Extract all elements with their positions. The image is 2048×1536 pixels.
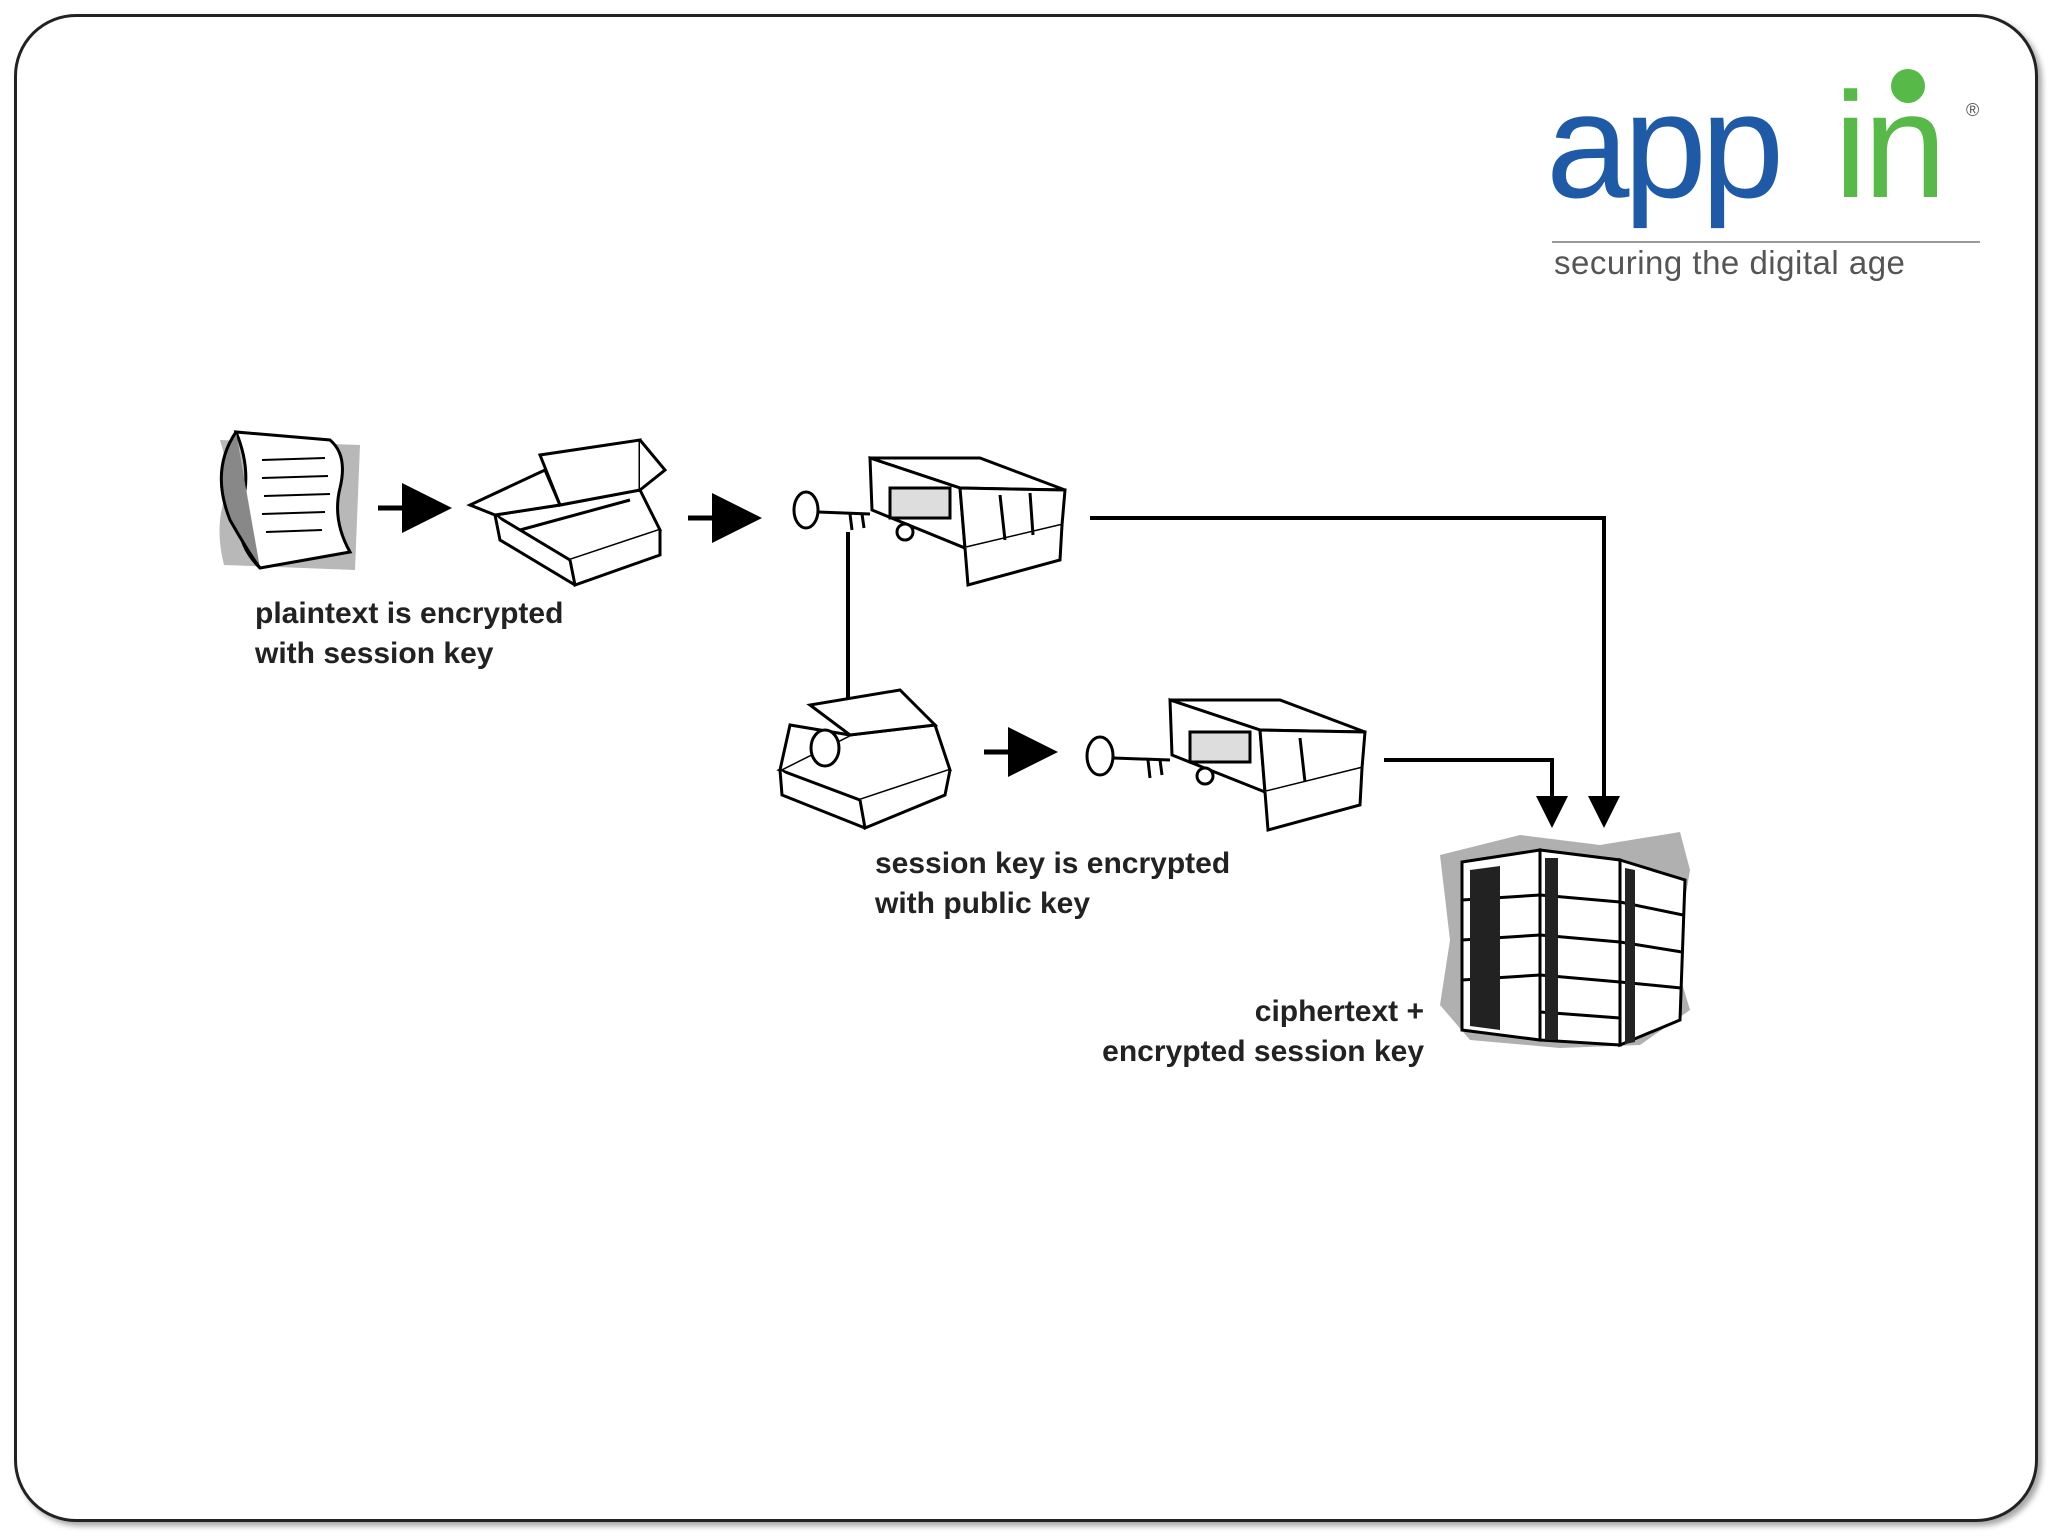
cipher-caption: ciphertext + encrypted session key: [1000, 992, 1424, 1072]
logo-wordmark-in: in: [1834, 61, 1943, 229]
plaintext-caption-line-1: plaintext is encrypted: [255, 597, 564, 630]
connector-ciphertext: [1090, 516, 1620, 828]
logo-dot-icon: [1891, 69, 1925, 103]
cipher-caption-line-2: encrypted session key: [1102, 1035, 1424, 1068]
logo-tagline: securing the digital age: [1554, 244, 1905, 281]
cipher-caption-line-1: ciphertext +: [1254, 995, 1424, 1028]
session-caption-line-1: session key is encrypted: [875, 847, 1231, 880]
locked-box-icon: [1168, 697, 1367, 832]
plaintext-caption: plaintext is encrypted with session key: [255, 594, 563, 674]
plaintext-caption-line-2: with session key: [255, 637, 494, 670]
locked-box-icon: [868, 455, 1067, 587]
registered-mark: ®: [1966, 100, 1979, 120]
connector-encrypted-key: [1384, 758, 1568, 828]
open-box-icon: [466, 438, 668, 587]
appin-logo: app in ® securing the digital age: [1536, 52, 1996, 292]
document-icon: [219, 430, 360, 570]
session-caption-line-2: with public key: [875, 887, 1091, 920]
logo-wordmark-app: app: [1546, 61, 1779, 229]
key-icon: [792, 490, 871, 531]
stack-of-boxes-icon: [1440, 832, 1690, 1048]
open-box-icon: [776, 688, 952, 831]
session-caption: session key is encrypted with public key: [875, 844, 1230, 924]
key-icon: [1085, 735, 1171, 779]
